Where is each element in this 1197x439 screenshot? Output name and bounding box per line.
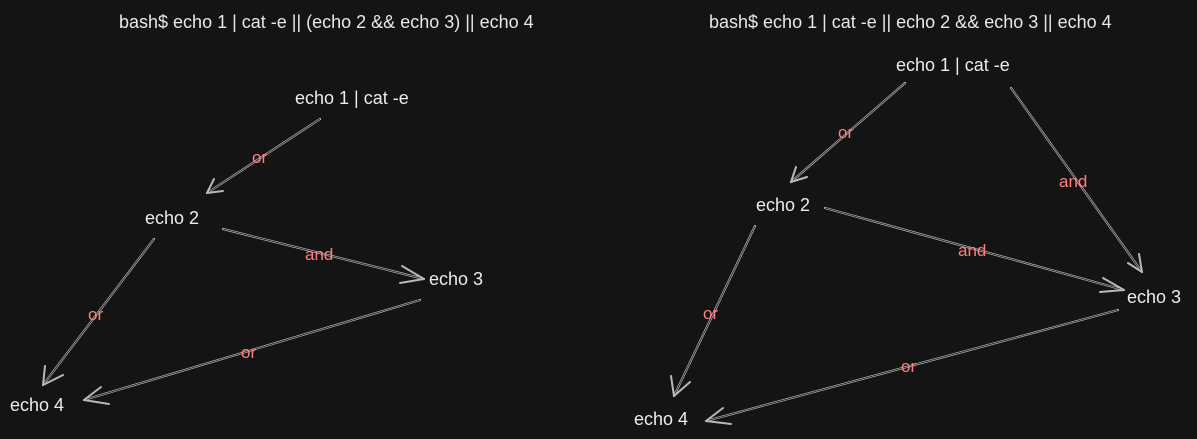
left-edge-n1-n2	[205, 117, 322, 195]
right-edge-n2-n3	[823, 206, 1126, 293]
right-node-echo3: echo 3	[1127, 287, 1181, 307]
right-edge-label-or-1: or	[838, 123, 853, 142]
left-edge-n3-n4	[82, 298, 422, 405]
left-node-echo3: echo 3	[429, 269, 483, 289]
right-edge-n3-n4	[704, 308, 1120, 425]
right-command-title: bash$ echo 1 | cat -e || echo 2 && echo …	[709, 12, 1112, 32]
right-diagram: echo 1 | cat -e echo 2 echo 3 echo 4 or …	[634, 55, 1181, 429]
right-edge-label-or-2: or	[703, 304, 718, 323]
left-edge-label-or-2: or	[88, 305, 103, 324]
left-edge-n2-n4	[41, 237, 156, 387]
left-command-title: bash$ echo 1 | cat -e || (echo 2 && echo…	[119, 12, 534, 32]
left-edge-label-or-3: or	[241, 343, 256, 362]
left-node-echo2: echo 2	[145, 208, 199, 228]
left-diagram: echo 1 | cat -e echo 2 echo 3 echo 4 or …	[10, 88, 483, 415]
left-diagram-panel: bash$ echo 1 | cat -e || (echo 2 && echo…	[0, 0, 598, 439]
left-edge-n2-n3	[221, 227, 426, 284]
right-diagram-panel: bash$ echo 1 | cat -e || echo 2 && echo …	[598, 0, 1197, 439]
right-edge-n1-n2	[789, 81, 907, 184]
left-edge-label-or-1: or	[252, 148, 267, 167]
right-edge-label-and-1: and	[1059, 172, 1087, 191]
right-edge-n2-n4	[670, 224, 757, 398]
right-node-echo2: echo 2	[756, 195, 810, 215]
right-node-echo1: echo 1 | cat -e	[896, 55, 1010, 75]
right-edge-label-and-2: and	[958, 241, 986, 260]
right-node-echo4: echo 4	[634, 409, 688, 429]
left-node-echo4: echo 4	[10, 395, 64, 415]
left-edge-label-and: and	[305, 245, 333, 264]
right-edge-n1-n3	[1009, 86, 1144, 274]
left-node-echo1: echo 1 | cat -e	[295, 88, 409, 108]
right-edge-label-or-3: or	[901, 357, 916, 376]
